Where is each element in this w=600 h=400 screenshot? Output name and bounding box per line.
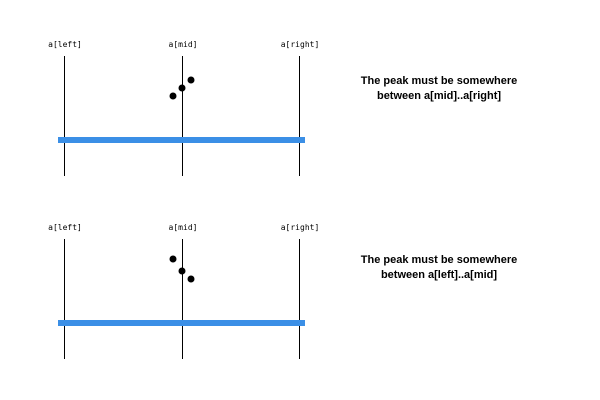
caption: The peak must be somewhere between a[lef… [319, 253, 559, 283]
caption: The peak must be somewhere between a[mid… [319, 74, 559, 104]
label-left: a[left] [48, 223, 82, 232]
array-bar [58, 137, 305, 143]
diagram-panel-decreasing: a[left] a[mid] a[right] The peak must be… [0, 183, 600, 366]
point-mid-plus-1 [187, 275, 195, 283]
point-mid [178, 84, 186, 92]
point-mid-minus-1 [169, 255, 177, 263]
point-mid [178, 267, 186, 275]
caption-line-2: between a[left]..a[mid] [380, 269, 498, 281]
left-line [64, 239, 65, 359]
label-mid: a[mid] [168, 223, 198, 232]
point-mid-plus-1 [187, 76, 195, 84]
left-line [64, 56, 65, 176]
array-bar [58, 320, 305, 326]
right-line [299, 239, 300, 359]
label-left: a[left] [48, 40, 82, 49]
mid-line [182, 56, 183, 176]
label-right: a[right] [280, 223, 320, 232]
mid-line [182, 239, 183, 359]
diagram-panel-increasing: a[left] a[mid] a[right] The peak must be… [0, 0, 600, 183]
label-right: a[right] [280, 40, 320, 49]
caption-line-1: The peak must be somewhere [360, 254, 518, 266]
label-mid: a[mid] [168, 40, 198, 49]
right-line [299, 56, 300, 176]
caption-line-1: The peak must be somewhere [360, 75, 518, 87]
caption-line-2: between a[mid]..a[right] [376, 90, 502, 102]
point-mid-minus-1 [169, 92, 177, 100]
